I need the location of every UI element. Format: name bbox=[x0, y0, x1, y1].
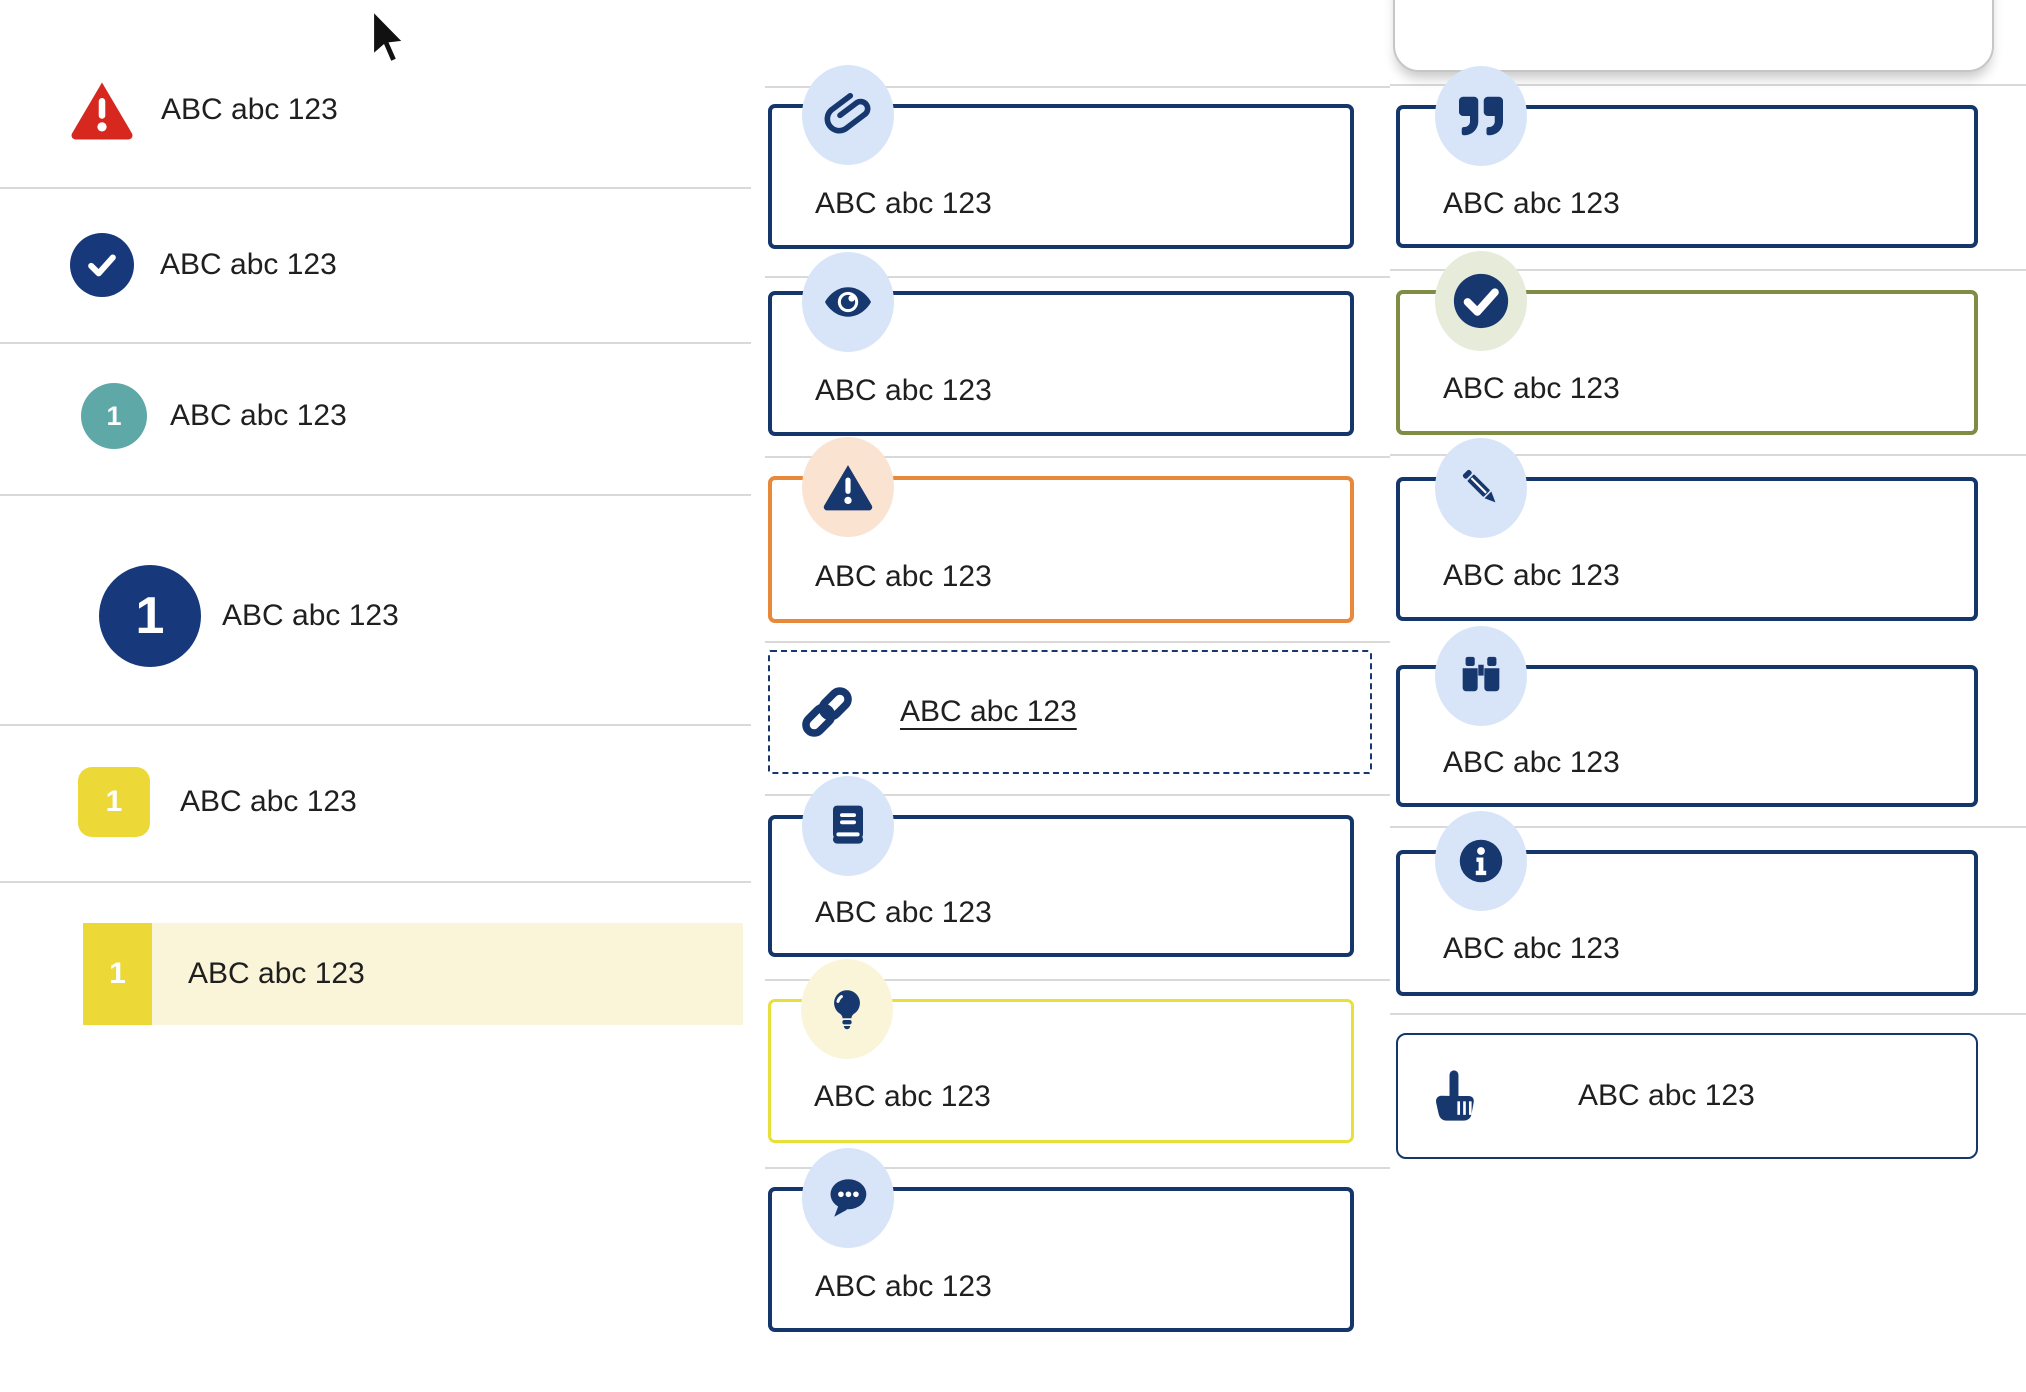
alert-triangle-icon bbox=[69, 80, 135, 140]
callout-card-quote[interactable]: ABC abc 123 bbox=[1396, 66, 1978, 248]
list-item-label: ABC abc 123 bbox=[180, 785, 357, 818]
check-circle-icon bbox=[1435, 251, 1527, 351]
card-label: ABC abc 123 bbox=[1443, 372, 1620, 405]
list-item-label: ABC abc 123 bbox=[222, 599, 399, 632]
check-circle-icon bbox=[70, 233, 134, 297]
divider bbox=[765, 86, 1390, 88]
card-label: ABC abc 123 bbox=[815, 187, 992, 220]
callout-card-search[interactable]: ABC abc 123 bbox=[1396, 626, 1978, 807]
binoculars-icon bbox=[1435, 626, 1527, 726]
number-badge: 1 bbox=[78, 767, 150, 837]
list-item-label: ABC abc 123 bbox=[161, 93, 338, 126]
divider bbox=[1390, 454, 2026, 456]
divider bbox=[765, 979, 1390, 981]
info-icon bbox=[1435, 811, 1527, 911]
alert-triangle-icon bbox=[802, 437, 894, 537]
pencil-icon bbox=[1435, 438, 1527, 538]
list-item-highlighted[interactable]: 1 ABC abc 123 bbox=[83, 923, 743, 1025]
divider bbox=[765, 1167, 1390, 1169]
callout-card-tip[interactable]: ABC abc 123 bbox=[768, 959, 1354, 1143]
card-label: ABC abc 123 bbox=[1443, 187, 1620, 220]
divider bbox=[765, 276, 1390, 278]
list-item-teal-number[interactable]: 1 ABC abc 123 bbox=[0, 366, 347, 466]
callout-card-comment[interactable]: ABC abc 123 bbox=[768, 1148, 1354, 1332]
paperclip-icon bbox=[802, 65, 894, 165]
eye-icon bbox=[802, 252, 894, 352]
card-label: ABC abc 123 bbox=[1443, 559, 1620, 592]
divider bbox=[765, 794, 1390, 796]
book-icon bbox=[802, 776, 894, 876]
hand-pointer-icon bbox=[1428, 1067, 1486, 1125]
list-item-label: ABC abc 123 bbox=[160, 248, 337, 281]
card-label: ABC abc 123 bbox=[815, 374, 992, 407]
lightbulb-icon bbox=[801, 959, 893, 1059]
list-item-label: ABC abc 123 bbox=[170, 399, 347, 432]
list-item-warning[interactable]: ABC abc 123 bbox=[0, 60, 338, 160]
list-item-yellow-number[interactable]: 1 ABC abc 123 bbox=[0, 752, 357, 852]
divider bbox=[0, 494, 751, 496]
divider bbox=[1390, 84, 2026, 86]
chat-bubble-icon bbox=[802, 1148, 894, 1248]
number-badge: 1 bbox=[81, 383, 147, 449]
number-badge: 1 bbox=[99, 565, 201, 667]
divider bbox=[765, 456, 1390, 458]
callout-card-success[interactable]: ABC abc 123 bbox=[1396, 251, 1978, 435]
divider bbox=[1390, 826, 2026, 828]
card-label: ABC abc 123 bbox=[1443, 746, 1620, 779]
callout-card-action[interactable]: ABC abc 123 bbox=[1396, 1033, 1978, 1159]
number-badge: 1 bbox=[83, 923, 152, 1025]
divider bbox=[1390, 269, 2026, 271]
callout-card-info[interactable]: ABC abc 123 bbox=[1396, 811, 1978, 996]
divider bbox=[0, 342, 751, 344]
divider bbox=[0, 187, 751, 189]
list-item-label: ABC abc 123 bbox=[188, 957, 365, 990]
divider bbox=[765, 641, 1390, 643]
card-label: ABC abc 123 bbox=[1578, 1079, 1755, 1112]
top-rounded-panel-edge bbox=[1393, 0, 1994, 72]
callout-card-warning[interactable]: ABC abc 123 bbox=[768, 437, 1354, 623]
divider bbox=[1390, 1013, 2026, 1015]
quote-icon bbox=[1435, 66, 1527, 166]
card-label: ABC abc 123 bbox=[815, 560, 992, 593]
card-label: ABC abc 123 bbox=[1443, 932, 1620, 965]
callout-card-link[interactable]: ABC abc 123 bbox=[768, 650, 1372, 774]
callout-card-edit[interactable]: ABC abc 123 bbox=[1396, 438, 1978, 621]
divider bbox=[0, 881, 751, 883]
list-item-big-number[interactable]: 1 ABC abc 123 bbox=[0, 555, 399, 677]
card-label: ABC abc 123 bbox=[814, 1080, 991, 1113]
card-label: ABC abc 123 bbox=[815, 1270, 992, 1303]
list-item-check[interactable]: ABC abc 123 bbox=[0, 215, 337, 315]
card-link-label[interactable]: ABC abc 123 bbox=[900, 695, 1077, 728]
callout-card-attachment[interactable]: ABC abc 123 bbox=[768, 65, 1354, 249]
link-icon bbox=[796, 681, 858, 743]
callout-card-eye[interactable]: ABC abc 123 bbox=[768, 252, 1354, 436]
card-label: ABC abc 123 bbox=[815, 896, 992, 929]
divider bbox=[0, 724, 751, 726]
mouse-cursor-icon bbox=[368, 5, 416, 77]
callout-card-book[interactable]: ABC abc 123 bbox=[768, 776, 1354, 957]
